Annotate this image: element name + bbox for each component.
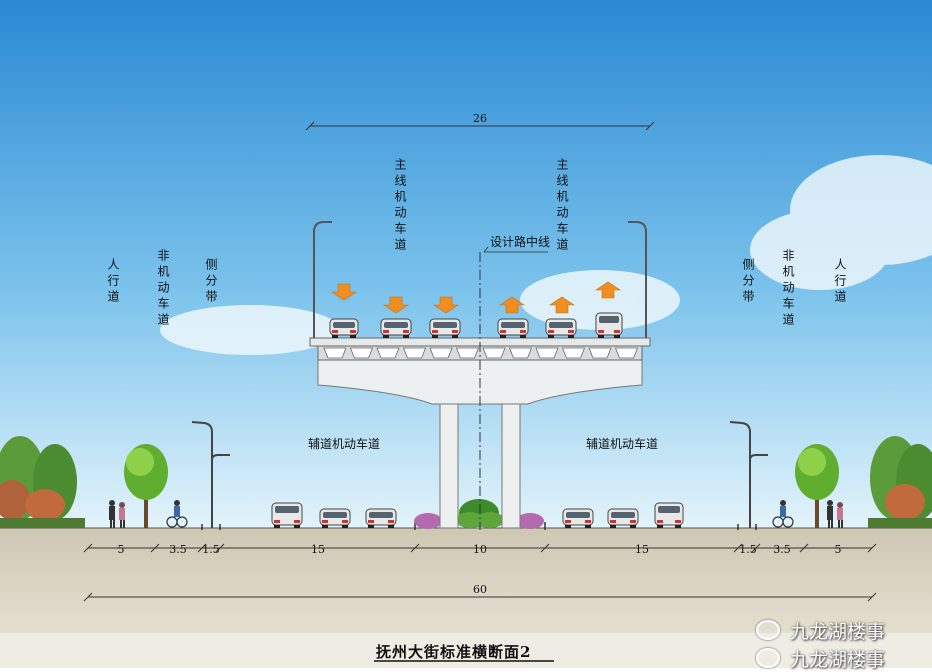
girder-cell [402,347,427,359]
dimension-tick [215,543,225,553]
dimension-tick [150,543,160,553]
divider-right-label: 侧分带 [741,258,755,306]
girder-cell [376,347,400,359]
pedestrians-left [109,500,125,528]
girder-cell [323,347,347,359]
top-width-label: 26 [473,112,487,125]
girder-cell [535,347,559,359]
segment-dimension [83,543,877,553]
segment-label: 5 [834,543,842,556]
pedestrians-right [827,500,843,528]
segment-label: 1.5 [739,543,757,556]
bridge-piers [439,397,521,529]
ground-cars [271,502,684,528]
sidewalk-right-label: 人行道 [833,258,847,306]
tree-row-right [868,436,932,528]
car [607,508,639,528]
watermark-text: 九龙湖楼事 [790,649,886,671]
watermark-text: 九龙湖楼事 [790,621,886,643]
segment-label: 15 [635,543,649,556]
girder-cell [614,347,639,359]
diagram-title: 抚州大街标准横断面2 [376,643,532,661]
street-light-left [191,421,230,528]
car [365,508,397,528]
dimension-tick [410,543,420,553]
cyclist-right [772,500,794,528]
dimension-tick [799,543,809,553]
girder-cell [508,347,533,359]
segment-label: 5 [117,543,125,556]
main-lane-left-label: 主线机动车道 [393,158,407,254]
segment-label: 1.5 [202,543,220,556]
dimension-tick [867,543,877,553]
bridge-light-right [628,221,647,338]
girder-cell [429,347,453,359]
total-width-label: 60 [473,583,487,596]
dimension-tick [540,543,550,553]
street-light-right [729,421,768,528]
top-dimension [305,121,655,131]
car [329,318,359,338]
dimension-tick [197,543,207,553]
median-shrubs [414,499,544,529]
wechat-icon [756,648,780,668]
segment-label: 3.5 [169,543,187,556]
girder-cell [561,347,586,359]
car [545,318,577,338]
dimension-tick [83,543,93,553]
cyclist-left [166,500,188,528]
car [562,508,594,528]
car [271,502,303,528]
car [319,508,351,528]
car [595,312,623,338]
car [654,502,684,528]
direction-arrows [331,281,621,314]
dimension-tick [751,543,761,553]
tree-row-left [0,436,85,528]
total-dimension [83,592,877,602]
tree-right [795,444,839,528]
wechat-icon [756,620,780,640]
bridge-light-left [313,221,332,338]
girder-cell [455,347,480,359]
sidewalk-left-label: 人行道 [106,258,120,306]
aux-lane-right-label: 辅道机动车道 [586,437,659,451]
segment-label: 15 [311,543,325,556]
car [429,318,461,338]
tree-left [124,444,168,528]
deck-cars [329,312,623,338]
aux-lane-left-label: 辅道机动车道 [308,437,381,451]
segment-label: 10 [473,543,487,556]
divider-left-label: 侧分带 [204,258,218,306]
centerline-label: 设计路中线 [490,235,551,249]
girder-cell [588,347,612,359]
dimension-tick [733,543,743,553]
main-lane-right-label: 主线机动车道 [555,158,569,254]
car [380,318,412,338]
girder-cell [349,347,374,359]
clouds [160,155,932,355]
segment-label: 3.5 [773,543,791,556]
girder-cell [482,347,506,359]
bike-lane-right-label: 非机动车道 [781,249,795,329]
bike-lane-left-label: 非机动车道 [156,249,170,329]
car [497,318,529,338]
